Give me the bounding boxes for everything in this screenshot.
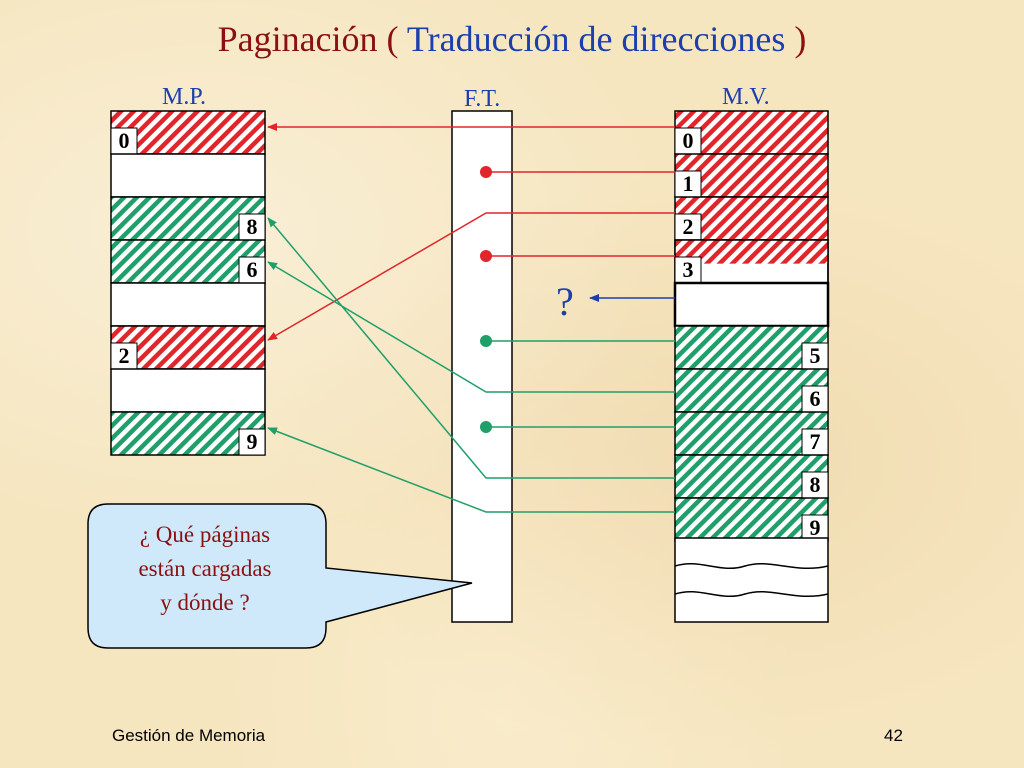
bubble-line-3: y dónde ?	[160, 590, 250, 615]
mv-page-label: 0	[683, 128, 694, 153]
bubble-text: ¿ Qué páginas están cargadas y dónde ?	[100, 518, 310, 620]
mv-page-label-box	[801, 471, 829, 499]
mv-page-5: 5	[674, 325, 829, 370]
mp-frame-label: 2	[119, 343, 130, 368]
map-line-page-8	[267, 217, 675, 479]
mv-page-2: 2	[674, 196, 829, 241]
mp-frame-3: 6	[110, 239, 266, 284]
mv-page-label-box	[674, 213, 702, 241]
mv-page-label: 2	[683, 214, 694, 239]
mv-page-9: 9	[674, 497, 829, 542]
footer-left: Gestión de Memoria	[112, 726, 266, 745]
speech-bubble	[87, 503, 473, 649]
mp-frame-label: 8	[247, 214, 258, 239]
mv-break-line-2	[674, 590, 829, 598]
title-part-2: Traducción de direcciones	[406, 19, 786, 59]
mv-page-label-box	[801, 342, 829, 370]
mv-page-label: 3	[683, 257, 694, 282]
mv-unused-area	[674, 537, 829, 623]
mp-frame-label-box	[238, 213, 266, 241]
mv-page-label-box	[674, 127, 702, 155]
mp-frame-5: 2	[110, 325, 266, 370]
mp-frame-0: 0	[110, 110, 266, 155]
mv-page-label: 6	[810, 386, 821, 411]
title-part-1: Paginación (	[217, 19, 407, 59]
ft-entry-dot-3	[480, 250, 492, 262]
mp-frame-label: 6	[247, 257, 258, 282]
mp-frame-label-box	[238, 256, 266, 284]
mv-page-cell-fill	[675, 240, 828, 264]
mp-frame-label: 9	[247, 429, 258, 454]
map-line-page-2	[267, 212, 675, 341]
bubble-line-2: están cargadas	[138, 556, 272, 581]
mp-frame-7: 9	[110, 411, 266, 456]
main-memory-column: 0 8 6 2 9	[110, 110, 266, 456]
mp-frame-cell	[110, 282, 266, 327]
mv-page-label: 7	[810, 429, 821, 454]
mv-page-3: 3	[674, 239, 829, 284]
mp-frame-label-box	[110, 342, 138, 370]
page-title: Paginación ( Traducción de direcciones )	[0, 18, 1024, 60]
mv-label: M.V.	[722, 84, 770, 110]
mv-page-4	[673, 281, 830, 328]
question-mark: ?	[556, 279, 574, 324]
mp-frame-label-box	[238, 428, 266, 456]
mv-break-line-1	[674, 562, 829, 570]
mp-frame-cell	[110, 153, 266, 198]
mp-frame-6	[110, 368, 266, 413]
mv-page-label: 1	[683, 171, 694, 196]
ft-entry-dot-7	[480, 421, 492, 433]
mv-page-1: 1	[674, 153, 829, 198]
ft-entry-dot-5	[480, 335, 492, 347]
virtual-memory-column: 0 1 2 3 5 6 7 8 9	[673, 110, 830, 542]
mv-page-label: 5	[810, 343, 821, 368]
mp-frame-2: 8	[110, 196, 266, 241]
mp-frame-label-box	[110, 127, 138, 155]
mv-page-label: 8	[810, 472, 821, 497]
map-line-page-9	[267, 427, 675, 513]
mp-label: M.P.	[162, 84, 207, 110]
bubble-line-1: ¿ Qué páginas	[139, 522, 271, 547]
mv-page-0: 0	[674, 110, 829, 155]
footer-page-number: 42	[884, 726, 903, 745]
mp-frame-4	[110, 282, 266, 327]
mv-page-label-box	[801, 385, 829, 413]
mv-page-6: 6	[674, 368, 829, 413]
mp-frame-1	[110, 153, 266, 198]
mv-page-8: 8	[674, 454, 829, 499]
mv-page-label: 9	[810, 515, 821, 540]
ft-entry-dot-1	[480, 166, 492, 178]
title-part-3: )	[785, 19, 807, 59]
mv-page-cell	[673, 281, 830, 328]
page-table	[451, 110, 513, 623]
mp-frame-cell	[110, 368, 266, 413]
mv-page-7: 7	[674, 411, 829, 456]
mp-frame-label: 0	[119, 128, 130, 153]
ft-label: F.T.	[464, 86, 501, 112]
